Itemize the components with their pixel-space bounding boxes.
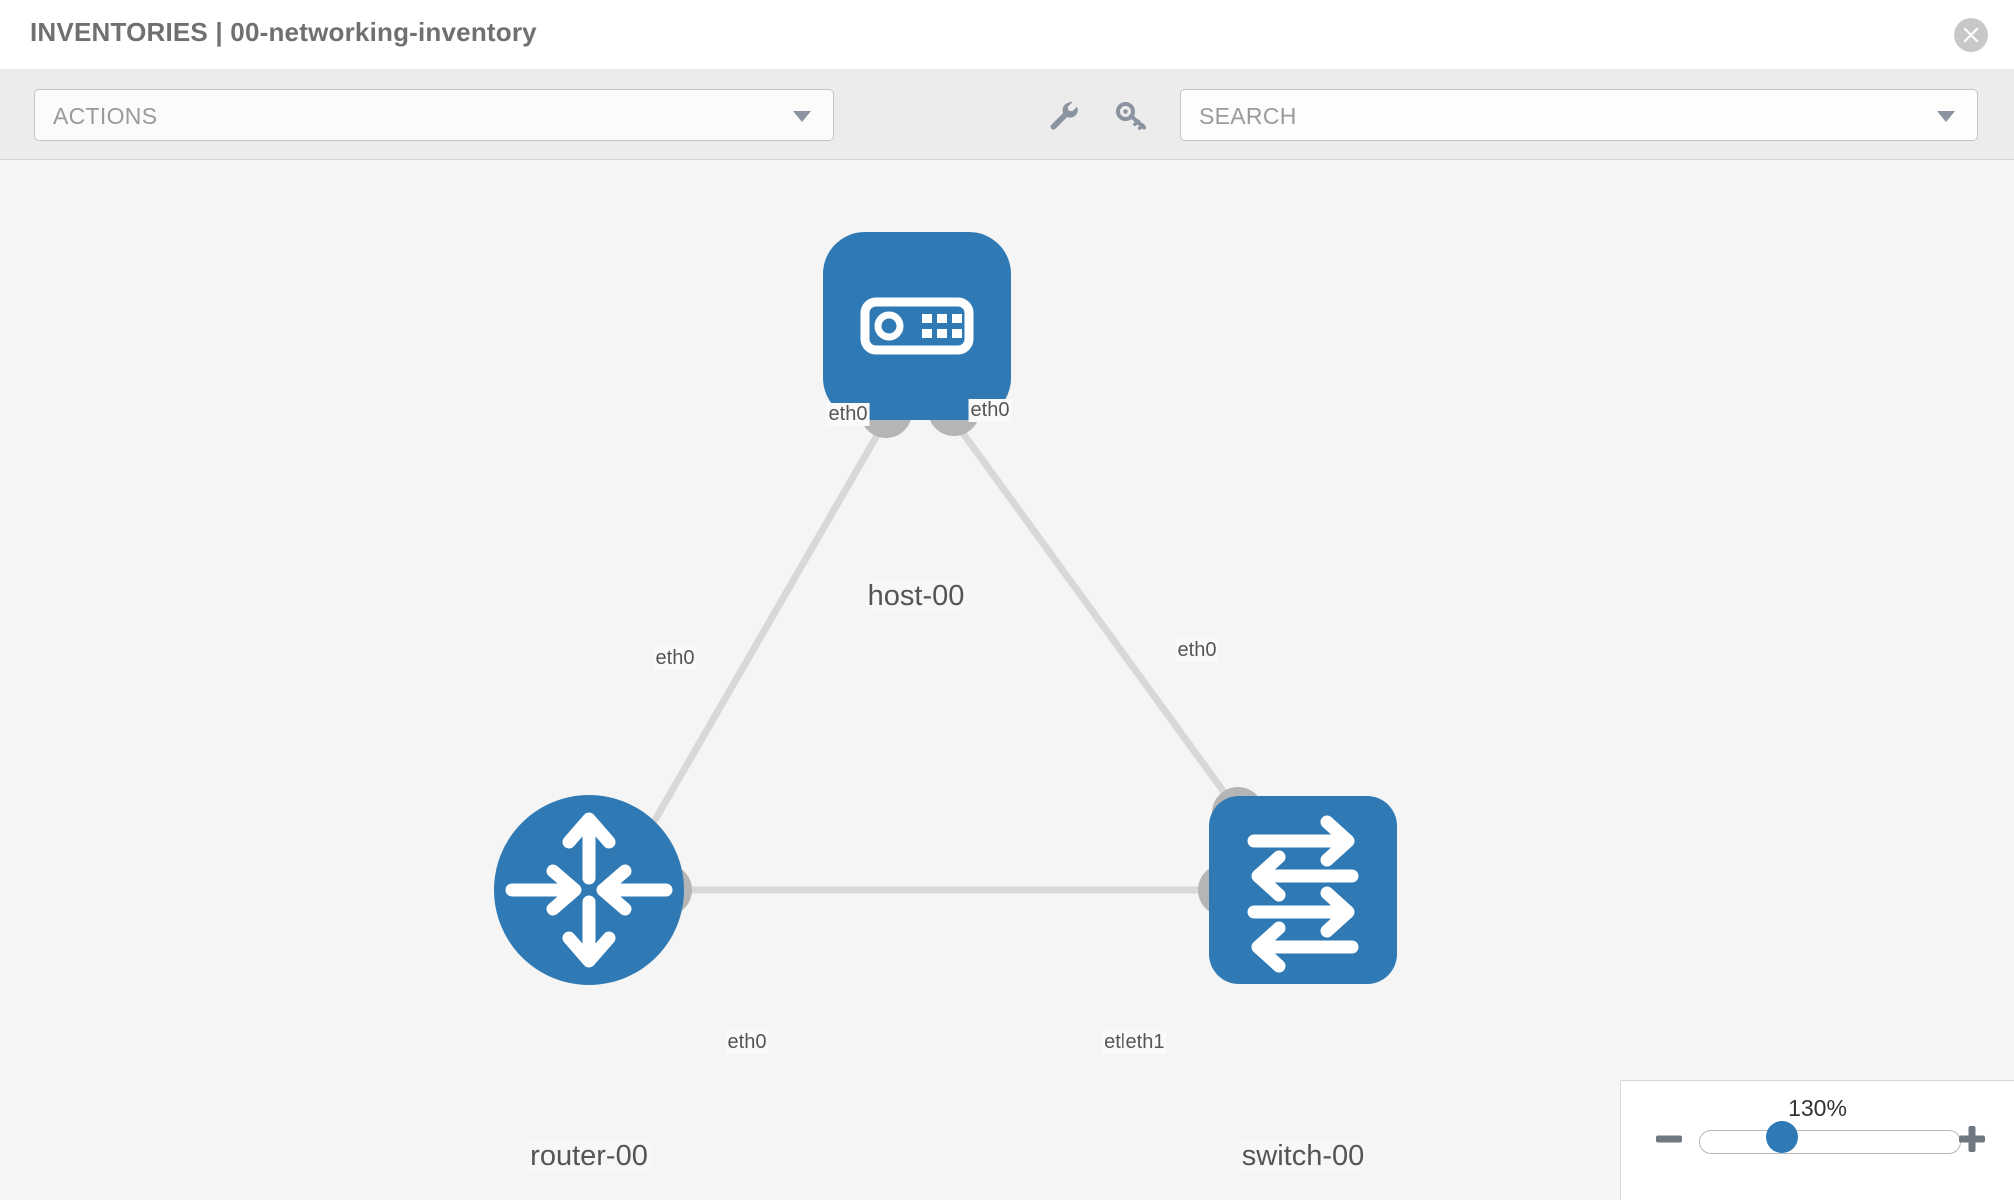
actions-dropdown-label: ACTIONS [53, 103, 158, 129]
wrench-button[interactable] [1045, 98, 1081, 134]
zoom-control-panel: 130% [1620, 1080, 2014, 1200]
close-icon [1963, 27, 1979, 43]
iface-label: eth0 [653, 647, 697, 670]
node-label-host: host-00 [865, 580, 967, 613]
node-label-router: router-00 [528, 1140, 650, 1173]
topology-canvas[interactable]: eth0 eth0 eth0 eth0 eth0 eth eth1 host-0… [0, 160, 2014, 1200]
close-button[interactable] [1954, 18, 1988, 52]
node-router-00[interactable] [494, 795, 684, 985]
switch-arrows-icon [1247, 815, 1359, 973]
topology-graph [494, 232, 1397, 985]
node-host-00[interactable] [823, 232, 1011, 420]
iface-label: eth0 [968, 399, 1012, 422]
host-server-icon [860, 297, 974, 355]
chevron-down-icon[interactable] [1937, 111, 1955, 122]
iface-label: eth0 [826, 403, 870, 426]
plus-icon [1959, 1126, 1985, 1152]
iface-label: eth0 [725, 1031, 769, 1054]
toolbar: ACTIONS SEARCH [0, 70, 2014, 160]
zoom-slider-thumb[interactable] [1766, 1121, 1798, 1153]
node-switch-00[interactable] [1209, 796, 1397, 984]
zoom-level-value: 130% [1788, 1095, 1847, 1121]
node-label-switch: switch-00 [1239, 1140, 1367, 1173]
zoom-in-button[interactable] [1954, 1121, 1990, 1157]
minus-icon [1656, 1135, 1682, 1143]
key-button[interactable] [1113, 98, 1149, 134]
link-host-switch[interactable] [954, 422, 1256, 835]
zoom-slider-track[interactable] [1699, 1130, 1961, 1154]
chevron-down-icon [793, 111, 811, 122]
iface-label: eth0 [1175, 639, 1219, 662]
link-router-host[interactable] [636, 423, 887, 848]
search-input[interactable]: SEARCH [1180, 89, 1978, 141]
iface-label: eth1 [1123, 1031, 1167, 1054]
key-icon [1116, 102, 1146, 130]
search-placeholder: SEARCH [1199, 103, 1297, 129]
wrench-icon [1050, 101, 1078, 130]
page-title: INVENTORIES | 00-networking-inventory [30, 17, 537, 47]
zoom-out-button[interactable] [1651, 1121, 1687, 1157]
actions-dropdown[interactable]: ACTIONS [34, 89, 834, 141]
page-header: INVENTORIES | 00-networking-inventory [0, 0, 2014, 70]
router-arrows-icon [505, 812, 673, 968]
